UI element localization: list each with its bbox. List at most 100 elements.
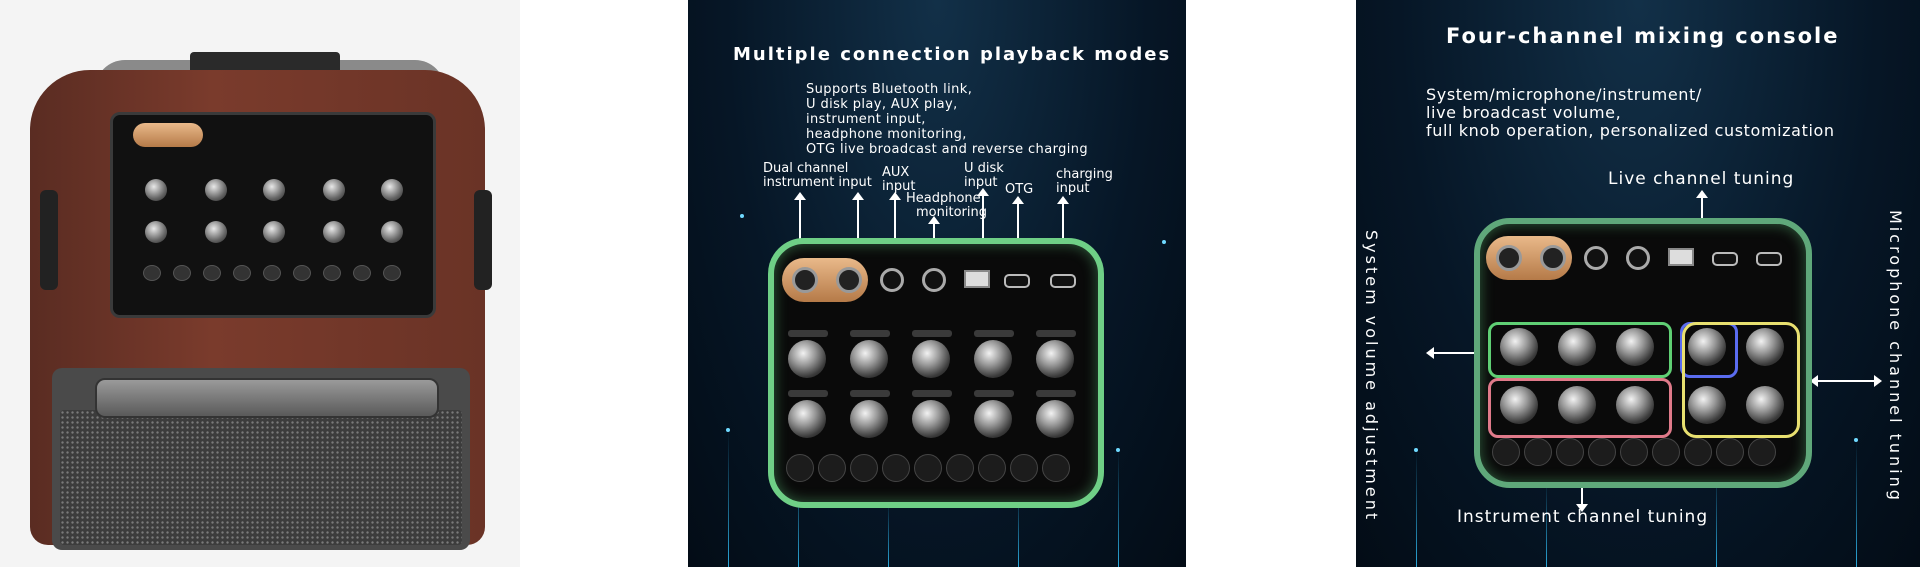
otg-port [1712, 252, 1738, 266]
label-otg: OTG [1005, 182, 1034, 197]
instrument-jack-plate [1486, 236, 1572, 280]
knob-tag [912, 330, 952, 337]
knob-tag [974, 390, 1014, 397]
feature-line: headphone monitoring, [806, 127, 967, 142]
feature-line: OTG live broadcast and reverse charging [806, 142, 1089, 157]
usb-port [1668, 248, 1694, 266]
instrument-jack [792, 267, 818, 293]
glow-line [1416, 450, 1417, 567]
glow-dot [1414, 448, 1418, 452]
knob-tag [1036, 390, 1076, 397]
label-microphone-channel: Microphone channel tuning [1886, 210, 1905, 503]
knob-tag [788, 390, 828, 397]
panel-title: Multiple connection playback modes [733, 44, 1172, 65]
glow-dot [726, 428, 730, 432]
button [173, 265, 191, 281]
glow-line [1716, 470, 1717, 567]
instrument-jack-plate [782, 258, 868, 302]
knob [205, 179, 227, 201]
knob [850, 340, 888, 378]
instrument-jack [836, 267, 862, 293]
button [946, 454, 974, 482]
knob [1558, 328, 1596, 366]
knob [974, 340, 1012, 378]
knob-tag [912, 390, 952, 397]
description: System/microphone/instrument/ live broad… [1426, 85, 1835, 140]
knob [788, 340, 826, 378]
button [914, 454, 942, 482]
knob [263, 179, 285, 201]
glow-line [728, 430, 729, 567]
knob [381, 221, 403, 243]
label-charging-input: charging input [1056, 167, 1113, 196]
knob [1746, 386, 1784, 424]
button [263, 265, 281, 281]
instrument-jack-plate [133, 123, 203, 147]
charging-port [1756, 252, 1782, 266]
knob-tag [1036, 330, 1076, 337]
arrow [1810, 375, 1882, 387]
otg-port [1004, 274, 1030, 288]
headphone-port [922, 268, 946, 292]
button [786, 454, 814, 482]
glow-line [1546, 480, 1547, 567]
knob [1558, 386, 1596, 424]
knob [912, 340, 950, 378]
button [203, 265, 221, 281]
button [978, 454, 1006, 482]
feature-line: U disk play, AUX play, [806, 97, 958, 112]
label-headphone-monitoring: Headphone monitoring [906, 191, 987, 220]
knob [850, 400, 888, 438]
aux-port [1584, 246, 1608, 270]
button [323, 265, 341, 281]
button [1620, 438, 1648, 466]
knob [1688, 386, 1726, 424]
knob [263, 221, 285, 243]
button [1652, 438, 1680, 466]
speaker-grille-bar [95, 378, 439, 418]
button [143, 265, 161, 281]
speaker-side-handle-right [474, 190, 492, 290]
mixer-console [768, 238, 1104, 508]
knob [145, 179, 167, 201]
system-volume-group [1488, 322, 1672, 378]
label-live-channel: Live channel tuning [1608, 169, 1795, 189]
knob [381, 179, 403, 201]
label-system-volume: System volume adjustment [1362, 230, 1381, 523]
label-aux-input: AUX input [882, 165, 916, 194]
knob [1616, 328, 1654, 366]
usb-port [964, 270, 990, 288]
button [1748, 438, 1776, 466]
button [1684, 438, 1712, 466]
button [1588, 438, 1616, 466]
knob-tag [974, 330, 1014, 337]
mixing-console-panel: Four-channel mixing console System/micro… [1356, 0, 1920, 567]
glow-dot [1854, 438, 1858, 442]
knob [1036, 400, 1074, 438]
knob [912, 400, 950, 438]
knob [974, 400, 1012, 438]
knob [145, 221, 167, 243]
glow-dot [740, 214, 744, 218]
connection-modes-panel: Multiple connection playback modes Suppo… [688, 0, 1186, 567]
knob [205, 221, 227, 243]
mixer-console [1474, 218, 1812, 488]
aux-port [880, 268, 904, 292]
glow-line [1018, 490, 1019, 567]
instrument-channel-group [1488, 378, 1672, 438]
button [1524, 438, 1552, 466]
instrument-jack [1496, 245, 1522, 271]
feature-list: Supports Bluetooth link, U disk play, AU… [806, 82, 1088, 157]
label-udisk-input: U disk input [964, 161, 1004, 190]
label-instrument-channel: Instrument channel tuning [1457, 507, 1709, 527]
knob-tag [850, 390, 890, 397]
product-photo-panel [0, 0, 520, 567]
knob [1500, 328, 1538, 366]
speaker-side-handle-left [40, 190, 58, 290]
button [1042, 454, 1070, 482]
knob [1036, 340, 1074, 378]
button [293, 265, 311, 281]
glow-line [798, 470, 799, 567]
button [383, 265, 401, 281]
button [1010, 454, 1038, 482]
